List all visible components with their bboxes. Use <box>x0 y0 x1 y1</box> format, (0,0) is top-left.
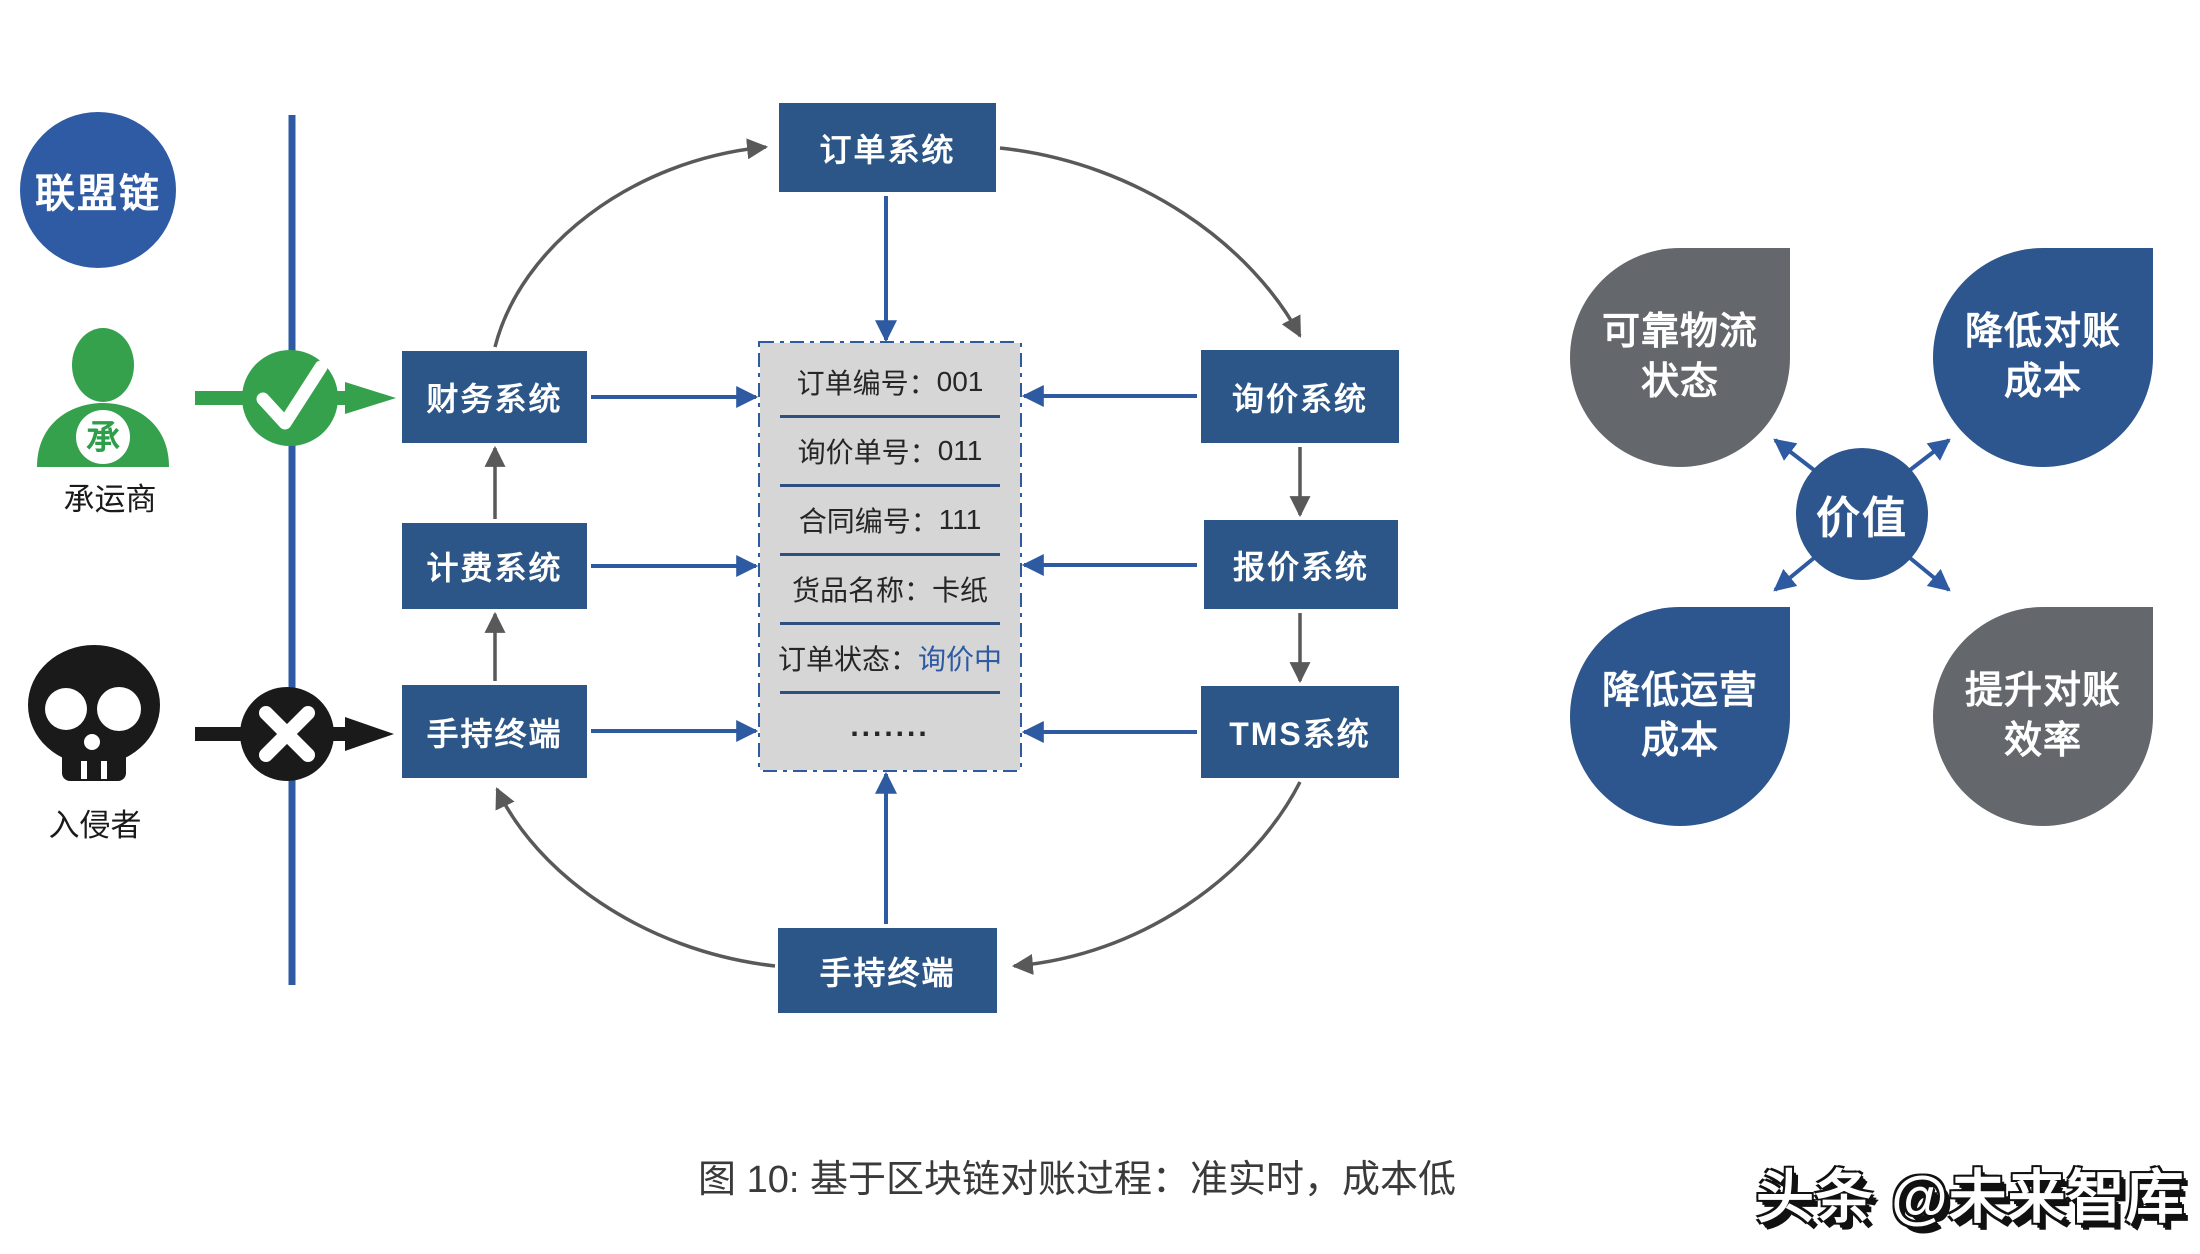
record-row-contract-no: 合同编号：111 <box>780 487 1000 556</box>
alliance-chain-badge: 联盟链 <box>20 112 176 268</box>
record-row-inquiry-no: 询价单号：011 <box>780 418 1000 487</box>
value-center-circle: 价值 <box>1796 448 1928 580</box>
x-icon <box>240 687 334 781</box>
record-row-order-status: 订单状态：询价中 <box>778 625 1002 694</box>
shared-record-card: 订单编号：001 询价单号：011 合同编号：111 货品名称：卡纸 订单状态：… <box>760 343 1020 770</box>
carrier-label: 承运商 <box>63 482 157 517</box>
petal-higher-reconciliation-efficiency: 提升对账效率 <box>1933 607 2153 826</box>
intruder-blocked-arrow <box>195 687 394 781</box>
toutiao-watermark: 头条 @未来智库 <box>1756 1165 2185 1230</box>
record-row-order-no: 订单编号：001 <box>780 349 1000 418</box>
svg-text:承: 承 <box>86 419 120 457</box>
box-tms-system: TMS系统 <box>1201 686 1399 778</box>
carrier-allowed-arrow <box>195 350 396 446</box>
check-icon <box>242 350 338 446</box>
box-quote-system: 报价系统 <box>1204 520 1398 609</box>
petal-lower-reconciliation-cost: 降低对账成本 <box>1933 248 2153 467</box>
box-handheld-terminal-left: 手持终端 <box>402 685 587 778</box>
petal-lower-operating-cost: 降低运营成本 <box>1570 607 1790 826</box>
petal-reliable-logistics-status: 可靠物流状态 <box>1570 248 1790 467</box>
box-billing-system: 计费系统 <box>402 523 587 609</box>
record-row-goods-name: 货品名称：卡纸 <box>780 556 1000 625</box>
intruder-label: 入侵者 <box>48 808 142 843</box>
box-finance-system: 财务系统 <box>402 351 587 443</box>
box-order-system: 订单系统 <box>779 103 996 192</box>
record-row-ellipsis: ....... <box>850 710 930 743</box>
box-handheld-terminal-bottom: 手持终端 <box>778 928 997 1013</box>
carrier-icon: 承 <box>37 328 169 467</box>
figure-caption: 图 10: 基于区块链对账过程：准实时，成本低 <box>698 1159 1456 1201</box>
skull-icon <box>28 645 160 781</box>
box-inquiry-system: 询价系统 <box>1201 350 1399 443</box>
